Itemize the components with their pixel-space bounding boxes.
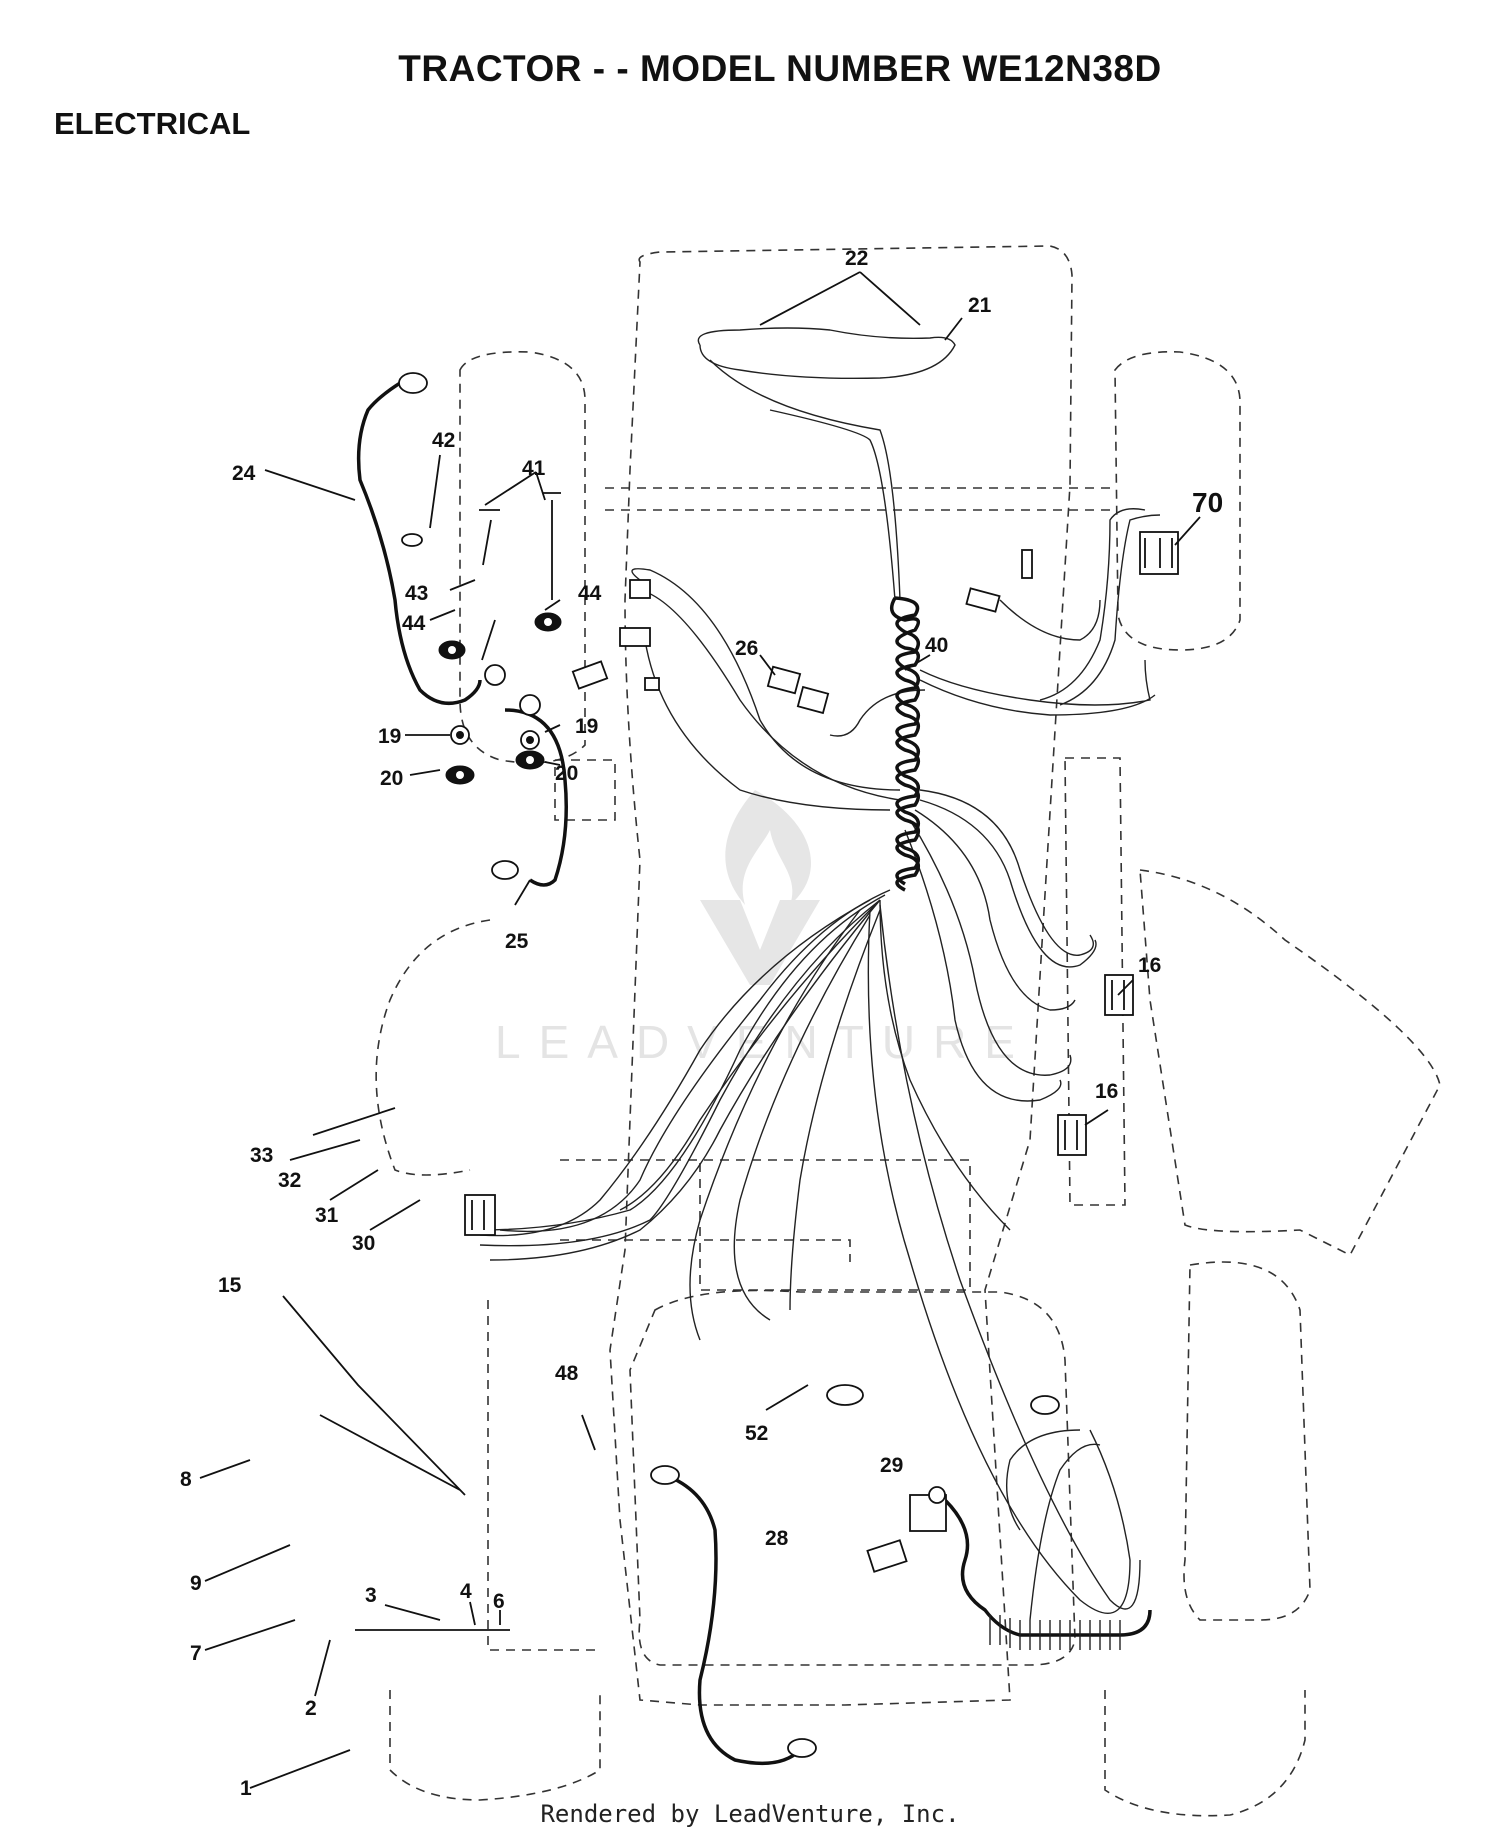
callout-20b: 20 [555,762,578,785]
callout-41: 41 [522,457,546,480]
callout-42: 42 [432,429,455,452]
callout-7: 7 [190,1642,202,1665]
battery-cable-25 [504,708,568,887]
callout-3: 3 [365,1584,377,1607]
callout-25: 25 [505,930,529,953]
diagram-title: TRACTOR - - MODEL NUMBER WE12N38D [398,48,1162,89]
wiring-loom [889,596,921,892]
callout-labels: 1 2 3 4 6 7 8 9 15 16 16 19 19 20 20 21 … [180,247,1223,1800]
wiring-harness [479,327,1161,1614]
callout-40: 40 [925,634,948,657]
callout-15: 15 [218,1274,242,1297]
callout-43: 43 [405,582,428,605]
callout-16b: 16 [1095,1080,1118,1103]
section-label: ELECTRICAL [54,106,251,141]
callout-9: 9 [190,1572,202,1595]
callout-44b: 44 [578,582,602,605]
callout-31: 31 [315,1204,339,1227]
callout-48: 48 [555,1362,579,1385]
callout-8: 8 [180,1468,192,1491]
battery-cable-28 [664,1473,802,1766]
callout-2: 2 [305,1697,317,1720]
callout-19b: 19 [575,715,598,738]
leader-lines [199,271,1201,1789]
terminals [398,372,1179,1758]
callout-44a: 44 [402,612,426,635]
footer-credit: Rendered by LeadVenture, Inc. [540,1800,960,1828]
callout-6: 6 [493,1590,505,1613]
battery-cable-24 [356,378,482,706]
callout-32: 32 [278,1169,301,1192]
callout-29: 29 [880,1454,903,1477]
callout-22: 22 [845,247,868,270]
callout-24: 24 [232,462,256,485]
callout-70: 70 [1192,487,1223,518]
watermark-text: LEADVENTURE [495,1016,1033,1068]
callout-20a: 20 [380,767,403,790]
callout-30: 30 [352,1232,375,1255]
callout-26: 26 [735,637,758,660]
coil-cable [943,1429,1152,1650]
callout-28: 28 [765,1527,789,1550]
callout-33: 33 [250,1144,273,1167]
callout-4: 4 [460,1580,472,1603]
callout-1: 1 [240,1777,252,1800]
watermark-logo [700,790,820,985]
tractor-outline [375,245,1441,1817]
callout-16a: 16 [1138,954,1161,977]
callout-19a: 19 [378,725,401,748]
callout-52: 52 [745,1422,768,1445]
callout-21: 21 [968,294,992,317]
